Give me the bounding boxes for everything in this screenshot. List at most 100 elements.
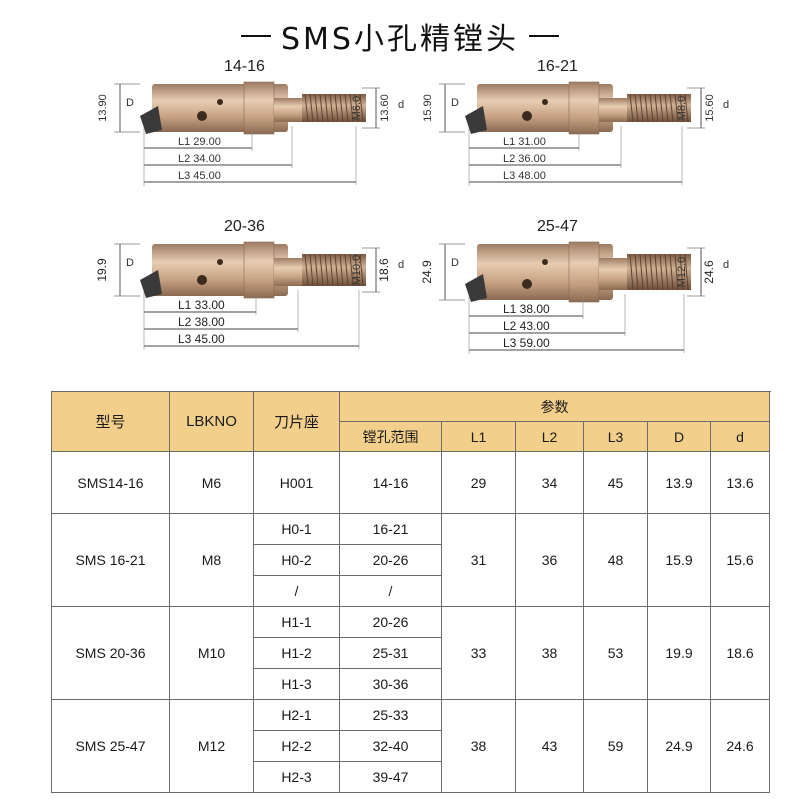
cutting-insert-icon xyxy=(465,106,487,134)
cell-L2: 43 xyxy=(515,699,584,793)
cell-holder: H0-2 xyxy=(253,544,340,576)
drawing-size-label: 16-21 xyxy=(537,58,578,75)
cell-holder: H1-1 xyxy=(253,606,340,638)
dim-d-value: 24.6 xyxy=(702,260,716,284)
dim-D-symbol: D xyxy=(451,257,459,269)
cell-range: 32-40 xyxy=(339,730,442,762)
dim-L2-value: L2 38.00 xyxy=(178,315,225,329)
dim-L1-value: L1 38.00 xyxy=(503,302,550,316)
cell-D: 19.9 xyxy=(647,606,711,700)
thread-spec-label: M10.0 xyxy=(351,255,363,286)
dim-d-symbol: d xyxy=(398,259,404,271)
dim-D-value: 19.9 xyxy=(95,258,109,282)
cell-L1: 38 xyxy=(441,699,516,793)
cell-range: 30-36 xyxy=(339,668,442,700)
header-L3: L3 xyxy=(583,421,648,452)
drawing-3: 20-36 19.9 D 18.6 d M10.0 L1 33.00 L2 38.00 L3 4… xyxy=(95,218,440,368)
dim-D-value: 15.90 xyxy=(422,94,434,122)
header-d: d xyxy=(710,421,770,452)
cell-holder: H2-2 xyxy=(253,730,340,762)
cell-lbkno: M10 xyxy=(169,606,254,700)
dim-L2-value: L2 36.00 xyxy=(503,153,546,165)
thread-spec-label: M6.0 xyxy=(351,96,363,120)
cell-holder: / xyxy=(253,575,340,607)
cell-L2: 34 xyxy=(515,451,584,514)
cell-range: 16-21 xyxy=(339,513,442,545)
cell-holder: H1-2 xyxy=(253,637,340,669)
cell-holder: H2-1 xyxy=(253,699,340,731)
cell-d: 18.6 xyxy=(710,606,770,700)
screw-hole-icon xyxy=(197,111,207,121)
drawing-size-label: 20-36 xyxy=(224,218,265,235)
table-row: // xyxy=(52,575,770,607)
cell-D: 13.9 xyxy=(647,451,711,514)
cell-range: 39-47 xyxy=(339,761,442,793)
dim-L3-value: L3 45.00 xyxy=(178,170,221,182)
cell-range: / xyxy=(339,575,442,607)
cell-holder: H0-1 xyxy=(253,513,340,545)
page-title-bar: SMS小孔精镗头 xyxy=(0,14,800,58)
cell-holder: H001 xyxy=(253,451,340,514)
dim-D-symbol: D xyxy=(126,257,134,269)
cell-D: 24.9 xyxy=(647,699,711,793)
header-model: 型号 xyxy=(51,391,170,452)
dim-L1-value: L1 33.00 xyxy=(178,298,225,312)
cell-L1: 31 xyxy=(441,513,516,607)
cell-L3: 48 xyxy=(583,513,648,607)
cell-L3: 53 xyxy=(583,606,648,700)
cell-D: 15.9 xyxy=(647,513,711,607)
cell-lbkno: M12 xyxy=(169,699,254,793)
thread-spec-label: M8.0 xyxy=(676,96,688,120)
dim-D-symbol: D xyxy=(126,97,134,109)
cell-model: SMS 20-36 xyxy=(51,606,170,700)
cell-d: 15.6 xyxy=(710,513,770,607)
page-title: SMS小孔精镗头 xyxy=(281,22,519,57)
cell-holder: H1-3 xyxy=(253,668,340,700)
cell-lbkno: M6 xyxy=(169,451,254,514)
cell-range: 14-16 xyxy=(339,451,442,514)
cell-model: SMS14-16 xyxy=(51,451,170,514)
cell-d: 24.6 xyxy=(710,699,770,793)
dim-d-value: 18.6 xyxy=(377,258,391,282)
header-params: 参数 xyxy=(339,391,770,422)
cell-holder: H2-3 xyxy=(253,761,340,793)
cell-L2: 38 xyxy=(515,606,584,700)
dim-d-symbol: d xyxy=(398,99,404,111)
header-L1: L1 xyxy=(441,421,516,452)
cell-model: SMS 25-47 xyxy=(51,699,170,793)
header-holder: 刀片座 xyxy=(253,391,340,452)
cell-L3: 45 xyxy=(583,451,648,514)
dim-d-value: 15.60 xyxy=(704,94,716,122)
cutting-insert-icon xyxy=(140,270,162,298)
header-D: D xyxy=(647,421,711,452)
title-dash-left xyxy=(241,35,271,37)
dim-L2-value: L2 34.00 xyxy=(178,153,221,165)
drawing-size-label: 25-47 xyxy=(537,218,578,235)
cell-range: 25-31 xyxy=(339,637,442,669)
spec-table: 型号 LBKNO 刀片座 参数 镗孔范围 L1 L2 L3 D d SMS14-… xyxy=(51,391,770,793)
cell-L3: 59 xyxy=(583,699,648,793)
dim-L1-value: L1 31.00 xyxy=(503,136,546,148)
thread-spec-label: M12.0 xyxy=(676,257,688,288)
cutting-insert-icon xyxy=(140,106,162,134)
dim-L3-value: L3 45.00 xyxy=(178,332,225,346)
cell-range: 20-26 xyxy=(339,544,442,576)
dim-D-symbol: D xyxy=(451,97,459,109)
dim-d-symbol: d xyxy=(723,99,729,111)
dim-L1-value: L1 29.00 xyxy=(178,136,221,148)
cell-L1: 33 xyxy=(441,606,516,700)
cell-model: SMS 16-21 xyxy=(51,513,170,607)
dim-L3-value: L3 59.00 xyxy=(503,336,550,350)
cutting-insert-icon xyxy=(465,274,487,302)
